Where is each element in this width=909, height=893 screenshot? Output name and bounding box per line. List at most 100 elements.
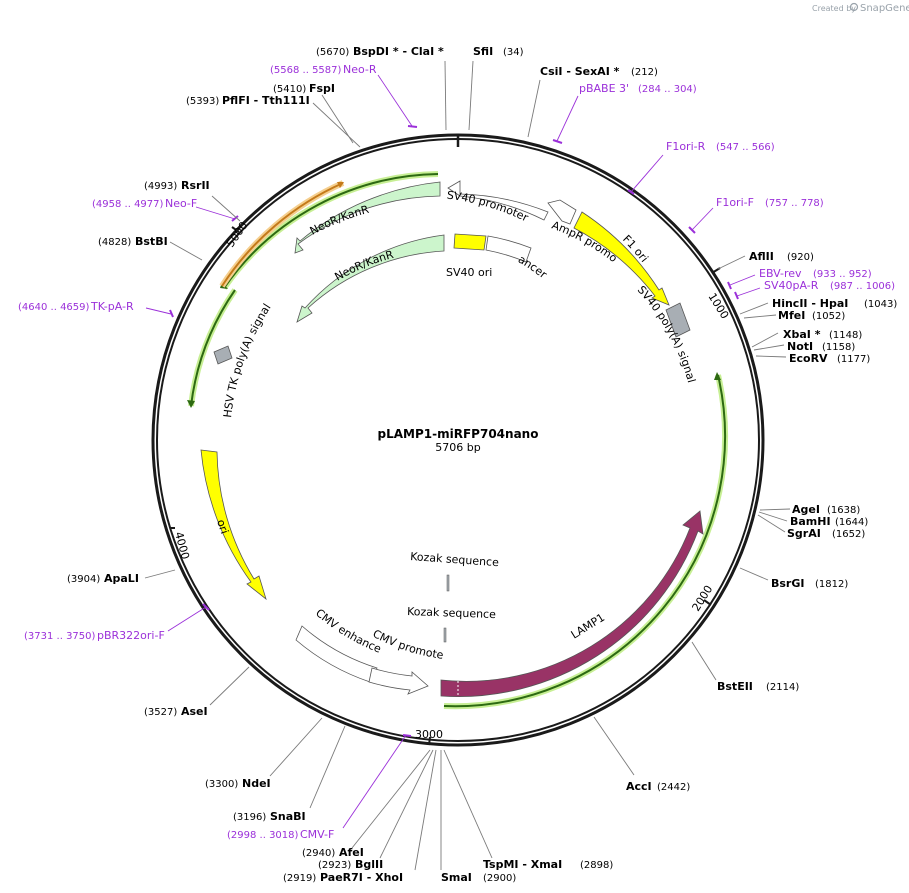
feature-ampr-promoter[interactable] [547, 199, 577, 225]
site-label-bstbi: BstBI [135, 235, 168, 248]
site-ndei[interactable]: (3300) NdeI [205, 777, 271, 790]
feature-sv40-ori[interactable] [453, 233, 487, 251]
site-afei[interactable]: (2940) AfeI [302, 846, 364, 859]
primer-pbr322ori-f[interactable]: (3731 .. 3750) pBR322ori-F [24, 629, 165, 642]
orf-left[interactable] [190, 289, 236, 407]
site-label-hincii: HincII - HpaI [772, 297, 848, 310]
site-apali[interactable]: (3904) ApaLI [67, 572, 139, 585]
leader-bglii [379, 749, 434, 859]
site-ecorv[interactable]: EcoRV (1177) [789, 352, 870, 365]
site-pos-asei: (3527) [144, 707, 177, 718]
site-aflii[interactable]: AflII (920) [749, 250, 814, 263]
leader-pflfi [312, 102, 361, 148]
site-paer7i[interactable]: (2919) PaeR7I - XhoI [283, 871, 403, 884]
site-csii[interactable]: CsiI - SexAI * (212) [540, 65, 658, 78]
primer-label-cmv-f: CMV-F [300, 828, 334, 841]
site-label-apali: ApaLI [104, 572, 139, 585]
site-acci[interactable]: AccI (2442) [626, 780, 690, 793]
feature-lamp1[interactable] [440, 510, 704, 697]
site-bsrgi[interactable]: BsrGI (1812) [771, 577, 848, 590]
primer-cmv-f[interactable]: (2998 .. 3018) CMV-F [227, 828, 334, 841]
feature-sv40-promoter[interactable] [447, 180, 549, 221]
site-asei[interactable]: (3527) AseI [144, 705, 208, 718]
orf-orange[interactable] [221, 182, 344, 287]
site-label-rsrii: RsrII [181, 179, 210, 192]
primer-neo-r[interactable]: (5568 .. 5587) Neo-R [270, 63, 377, 76]
site-label-ndei: NdeI [242, 777, 271, 790]
site-bamhi[interactable]: BamHI (1644) [790, 515, 868, 528]
site-hincii[interactable]: HincII - HpaI (1043) [772, 297, 897, 310]
tick-label-3000: 3000 [415, 728, 443, 741]
site-bstbi[interactable]: (4828) BstBI [98, 235, 168, 248]
feature-kozak-2[interactable] [443, 627, 447, 643]
primer-label-pbabe3: pBABE 3' [579, 82, 629, 95]
site-pos-bstbi: (4828) [98, 237, 131, 248]
leader-bsrgi [739, 567, 769, 581]
site-pflfi[interactable]: (5393) PflFI - Tth111I [186, 94, 310, 107]
feature-cmv-enhancer[interactable] [295, 625, 378, 683]
primer-tk-pa-r[interactable]: (4640 .. 4659) TK-pA-R [18, 300, 134, 313]
feature-neor-outer[interactable] [294, 181, 441, 254]
primer-pbabe3[interactable]: pBABE 3' (284 .. 304) [579, 82, 697, 95]
orf-neor[interactable] [223, 173, 439, 289]
feature-ori[interactable] [200, 449, 267, 601]
site-bsteii[interactable]: BstEII (2114) [717, 680, 799, 693]
feature-label-neor-inner: NeoR/KanR [333, 248, 396, 284]
leader-lines [144, 60, 791, 871]
feature-kozak-1[interactable] [446, 574, 450, 592]
primer-mark-tk-pa-r [169, 309, 174, 318]
site-smai[interactable]: SmaI (2900) [441, 871, 516, 884]
primer-label-sv40pa-r: SV40pA-R [764, 279, 819, 292]
primer-label-f1ori-r: F1ori-R [666, 140, 706, 153]
site-rsrii[interactable]: (4993) RsrII [144, 179, 210, 192]
snapgene-logo-icon [849, 2, 859, 12]
site-noti[interactable]: NotI (1158) [787, 340, 855, 353]
site-sgrai[interactable]: SgrAI (1652) [787, 527, 865, 540]
leader-ebv-rev [729, 274, 756, 286]
primer-mark-ebv-rev [727, 281, 732, 290]
feature-label-kozak-2: Kozak sequence [407, 605, 496, 621]
site-label-noti: NotI [787, 340, 813, 353]
site-agei[interactable]: AgeI (1638) [792, 503, 860, 516]
site-label-ecorv: EcoRV [789, 352, 828, 365]
site-label-pflfi: PflFI - Tth111I [222, 94, 310, 107]
feature-sv40-enhancer[interactable] [485, 235, 532, 263]
feature-label-kozak-1: Kozak sequence [410, 550, 500, 569]
feature-sv40-polya[interactable] [665, 302, 691, 338]
site-xbai[interactable]: XbaI * (1148) [783, 328, 862, 341]
site-fspi[interactable]: (5410) FspI [273, 82, 335, 95]
site-pos-ndei: (3300) [205, 779, 238, 790]
site-pos-bamhi: (1644) [835, 517, 868, 528]
leader-apali [144, 569, 176, 579]
backbone[interactable] [151, 133, 765, 747]
tick-3000 [428, 736, 431, 746]
site-label-acci: AccI [626, 780, 652, 793]
credit-text: Created by [812, 4, 856, 13]
site-bspdi[interactable]: (5670) BspDI * - ClaI * [316, 45, 444, 58]
site-mfei[interactable]: MfeI (1052) [778, 309, 845, 322]
primer-ebv-rev[interactable]: EBV-rev (933 .. 952) [759, 267, 872, 280]
leader-ndei [269, 717, 323, 777]
site-pos-hincii: (1043) [864, 299, 897, 310]
leader-mfei [743, 314, 777, 319]
leader-sgrai [757, 514, 786, 533]
orf-lamp1[interactable] [443, 374, 726, 708]
feature-hsv-tk-polya[interactable] [213, 345, 233, 365]
site-snabi[interactable]: (3196) SnaBI [233, 810, 306, 823]
leader-bamhi [758, 511, 788, 522]
site-label-asei: AseI [181, 705, 208, 718]
site-bglii[interactable]: (2923) BglII [318, 858, 383, 871]
primer-sv40pa-r[interactable]: SV40pA-R (987 .. 1006) [764, 279, 895, 292]
site-tspmi[interactable]: TspMI - XmaI (2898) [483, 858, 613, 871]
feature-neor-inner[interactable] [296, 234, 445, 323]
feature-f1-ori[interactable] [573, 211, 670, 306]
primers: (5568 .. 5587) Neo-R pBABE 3' (284 .. 30… [18, 63, 895, 841]
primer-f1ori-f[interactable]: F1ori-F (757 .. 778) [716, 196, 824, 209]
site-pos-ecorv: (1177) [837, 354, 870, 365]
site-sfii[interactable]: SfiI (34) [473, 45, 524, 58]
primer-f1ori-r[interactable]: F1ori-R (547 .. 566) [666, 140, 775, 153]
feature-cmv-promoter[interactable] [368, 667, 429, 695]
leader-neo-r [377, 74, 413, 127]
primer-neo-f[interactable]: (4958 .. 4977) Neo-F [92, 197, 197, 210]
site-pos-paer7i: (2919) [283, 873, 316, 884]
